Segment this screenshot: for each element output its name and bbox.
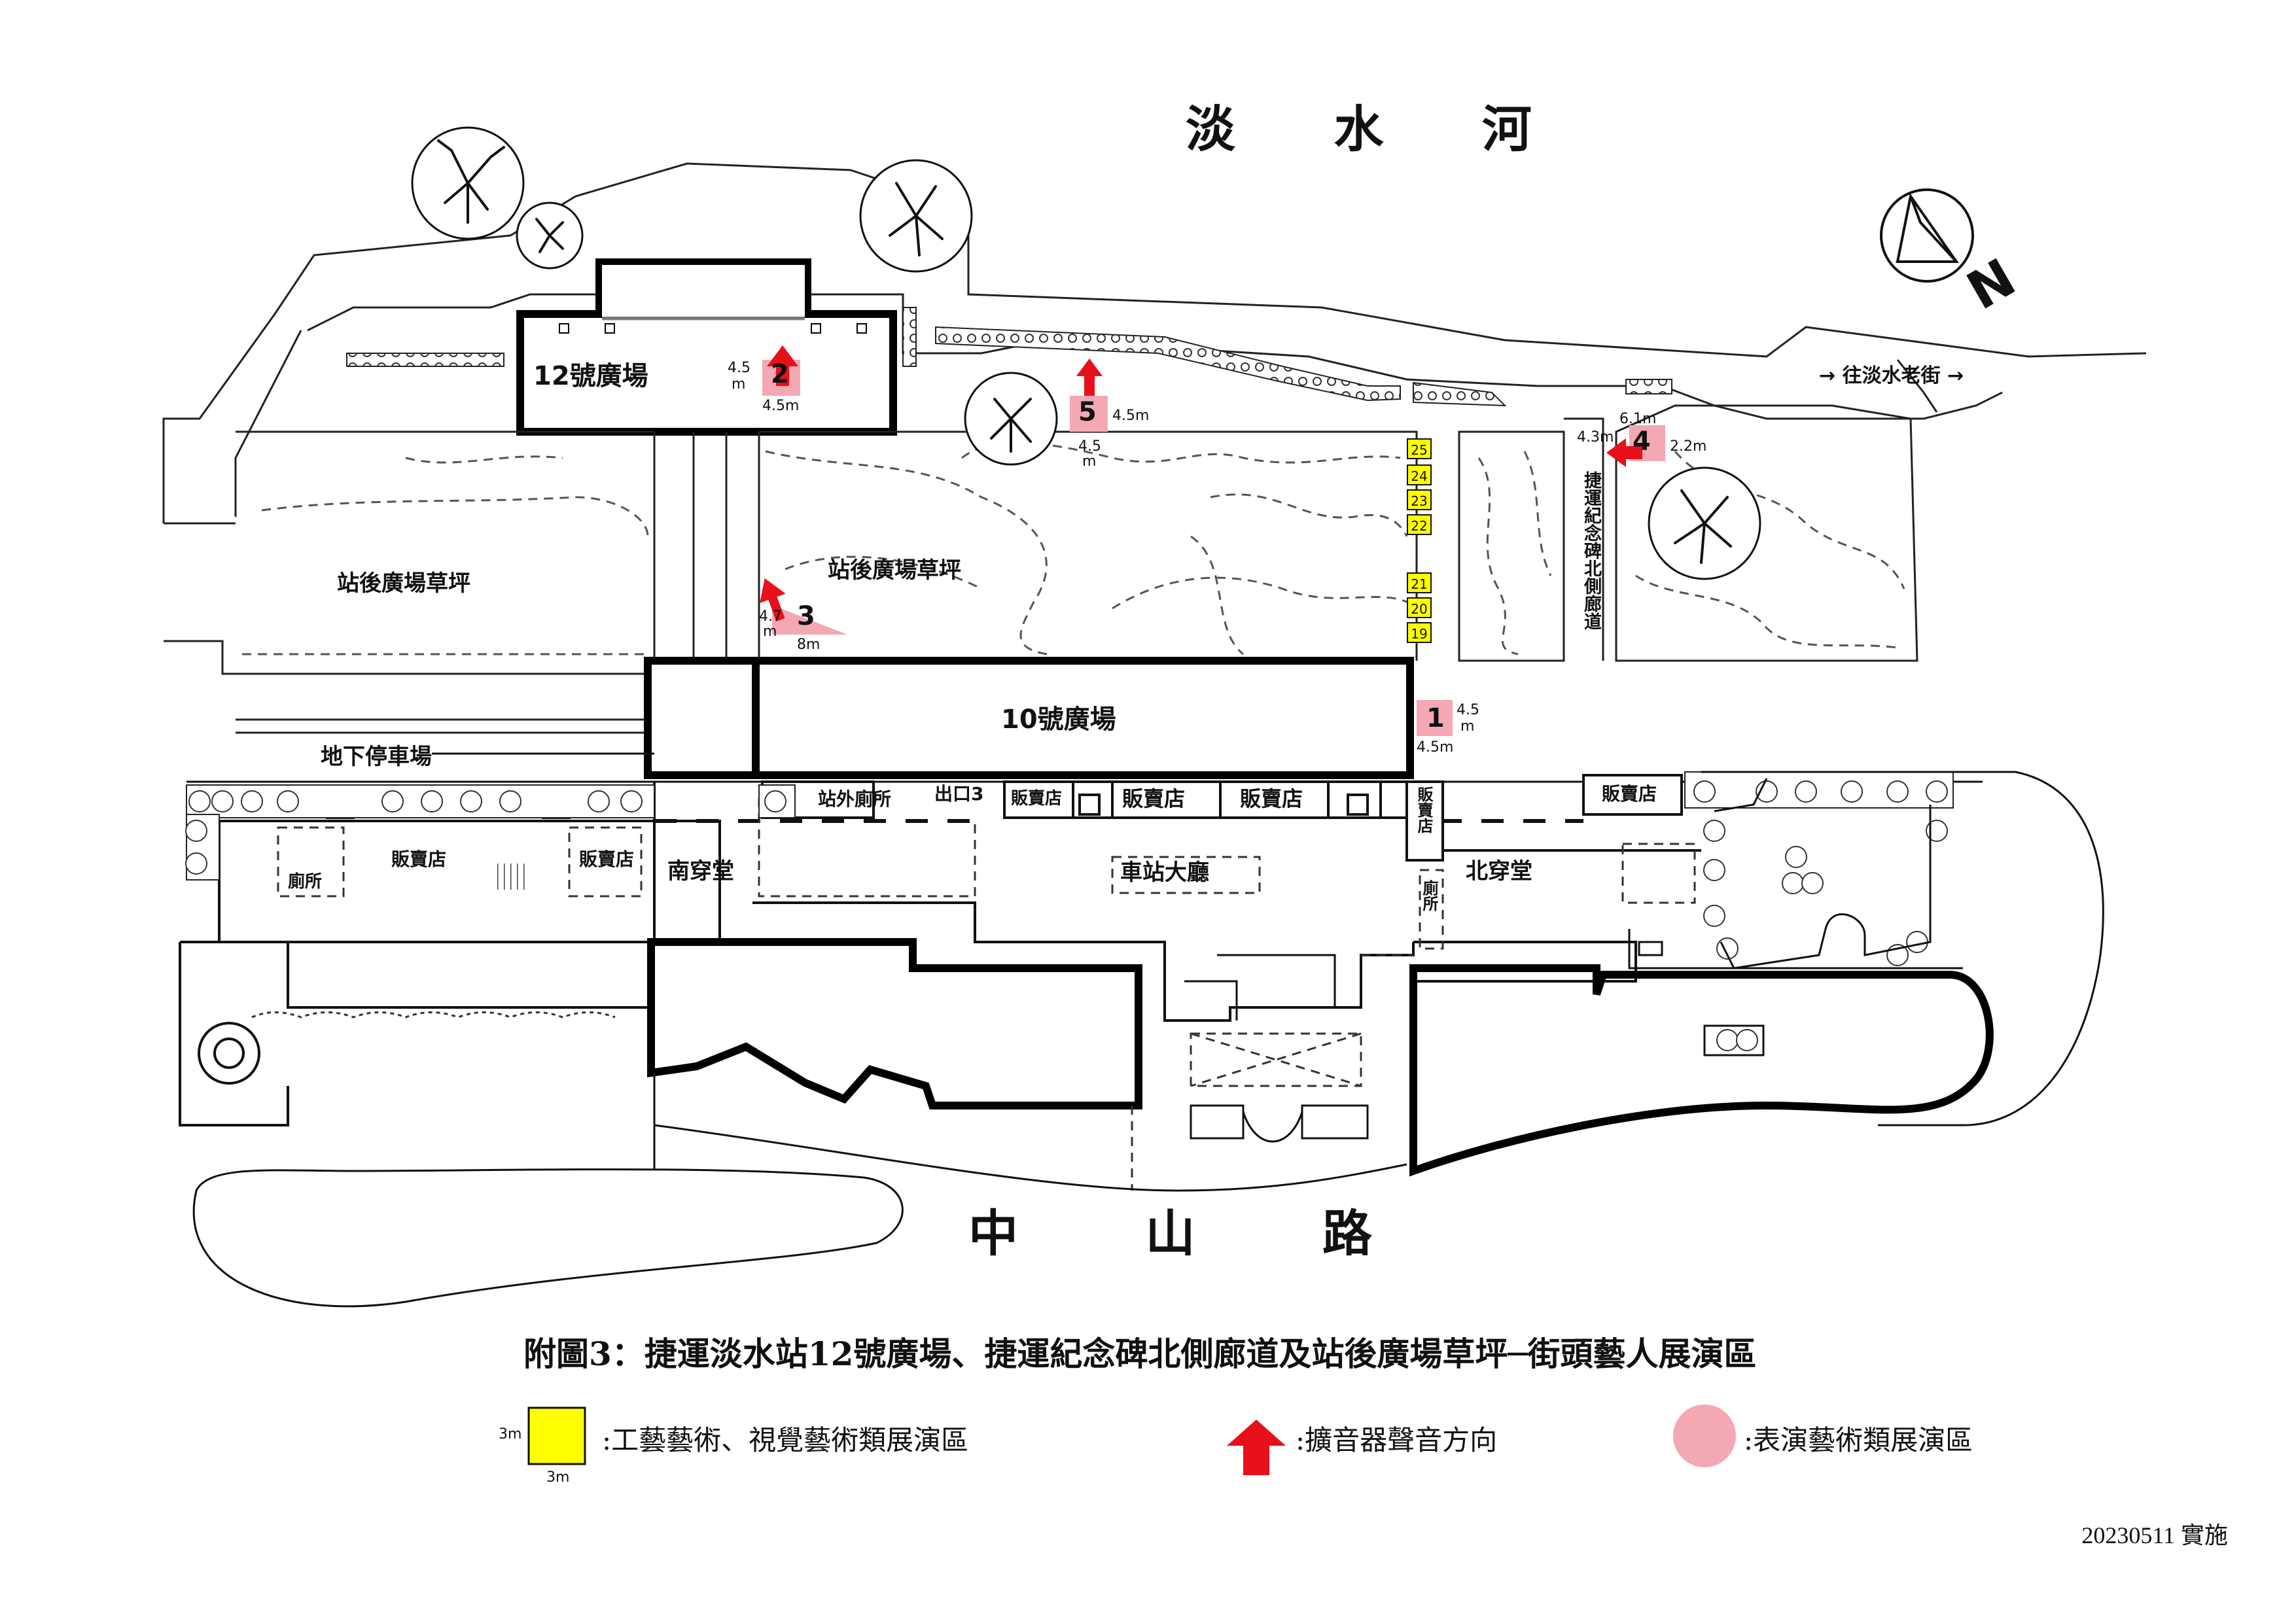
zone-dim: m [763, 623, 777, 640]
plaza-10-building [644, 657, 1414, 779]
bottom-oval [192, 1168, 904, 1308]
plaza-12-label: 12號廣場 [533, 361, 648, 391]
parking-label: 地下停車場 [321, 744, 432, 770]
legend-dim-h: 3m [499, 1426, 522, 1442]
north-hall-label: 北穿堂 [1466, 858, 1532, 884]
legend-speaker-text: :擴音器聲音方向 [1296, 1424, 1498, 1456]
footer-date: 20230511 實施 [2081, 1522, 2228, 1548]
shop-label: 販賣店 [579, 848, 635, 870]
craft-spot: 20 [1407, 597, 1432, 618]
legend-craft-square [527, 1406, 586, 1465]
right-bold-outline [1409, 964, 1994, 1177]
zone-number: 1 [1426, 703, 1445, 733]
road-label: 中 山 路 [968, 1204, 1427, 1263]
lower-left-structures [179, 938, 1407, 1192]
right-garden [1628, 771, 2104, 1126]
river-label: 淡 水 河 [1186, 100, 1572, 158]
craft-spot: 22 [1407, 514, 1432, 535]
zone-dim: 4.5m [762, 398, 800, 414]
zone-number: 3 [797, 601, 815, 631]
shop-label: 販賣店 [1602, 783, 1657, 805]
craft-spot: 21 [1407, 572, 1432, 593]
zone-dim: 4.5 [1078, 438, 1101, 455]
legend-performing-text: :表演藝術類展演區 [1744, 1424, 1973, 1456]
craft-spot: 24 [1407, 464, 1432, 485]
legend-craft-text: :工藝藝術、視覺藝術類展演區 [602, 1424, 969, 1456]
shrub-row [185, 771, 1954, 1051]
corridor-label: 捷運紀念碑北側廊道 [1581, 471, 1601, 630]
zone-dim: 4.7 [759, 608, 782, 625]
interior-dashes [277, 798, 1696, 956]
zone-dim: 4.5m [1417, 739, 1454, 756]
hedge-strips [346, 307, 1672, 407]
shop-label: 販賣店 [1011, 789, 1063, 809]
zone-number: 2 [771, 359, 789, 389]
craft-spot: 25 [1407, 438, 1432, 459]
zone-3-area [772, 605, 847, 635]
zone-5-area [1070, 396, 1108, 432]
zone-dim: 4.5 [728, 360, 751, 376]
compass-icon [1880, 188, 1974, 283]
shop-label: 販賣店 [1240, 786, 1303, 811]
craft-spot: 19 [1407, 622, 1432, 643]
lawn-center-label: 站後廣場草坪 [828, 557, 961, 584]
zone-dim: m [732, 376, 746, 393]
zone-number: 4 [1633, 427, 1651, 457]
old-street-label: → 往淡水老街 → [1819, 364, 1964, 387]
plaza-10-label: 10號廣場 [1001, 705, 1116, 735]
station-hall-label: 車站大廳 [1120, 860, 1209, 886]
zone-dim: 4.5 [1457, 702, 1479, 718]
zone-dim: m [1082, 453, 1097, 470]
zone-dim: 2.2m [1670, 438, 1707, 455]
toilet-right-label: 廁所 [1420, 880, 1438, 911]
legend-dim-w: 3m [546, 1469, 570, 1486]
toilet-label: 廁所 [288, 872, 323, 892]
speaker-arrow-icon [760, 345, 1642, 1475]
exit-label: 出口3 [934, 783, 984, 805]
zone-dim: 4.3m [1577, 429, 1614, 445]
figure-caption: 附圖3：捷運淡水站12號廣場、捷運紀念碑北側廊道及站後廣場草坪─街頭藝人展演區 [523, 1335, 1757, 1373]
toilet-outside-label: 站外廁所 [818, 788, 892, 810]
shop-label: 販賣店 [391, 848, 447, 870]
craft-spot: 23 [1407, 489, 1432, 510]
zone-dim: m [1460, 718, 1475, 735]
lawn-left-label: 站後廣場草坪 [337, 570, 470, 597]
tree-branches [437, 139, 1732, 564]
vertical-shop-label: 販賣店 [1415, 786, 1433, 833]
zone-number: 5 [1078, 397, 1097, 427]
south-hall-label: 南穿堂 [667, 858, 734, 884]
legend-performing-circle [1673, 1405, 1736, 1467]
stairs-left [497, 864, 527, 890]
shop-label: 販賣店 [1122, 786, 1186, 811]
zone-1-area [1417, 700, 1453, 736]
legend-speaker-arrow [1227, 1420, 1286, 1475]
zone-dim: 6.1m [1619, 411, 1657, 427]
zone-dim: 8m [797, 637, 821, 653]
zone-dim: 4.5m [1112, 408, 1150, 424]
plaza-12-building [516, 258, 897, 436]
